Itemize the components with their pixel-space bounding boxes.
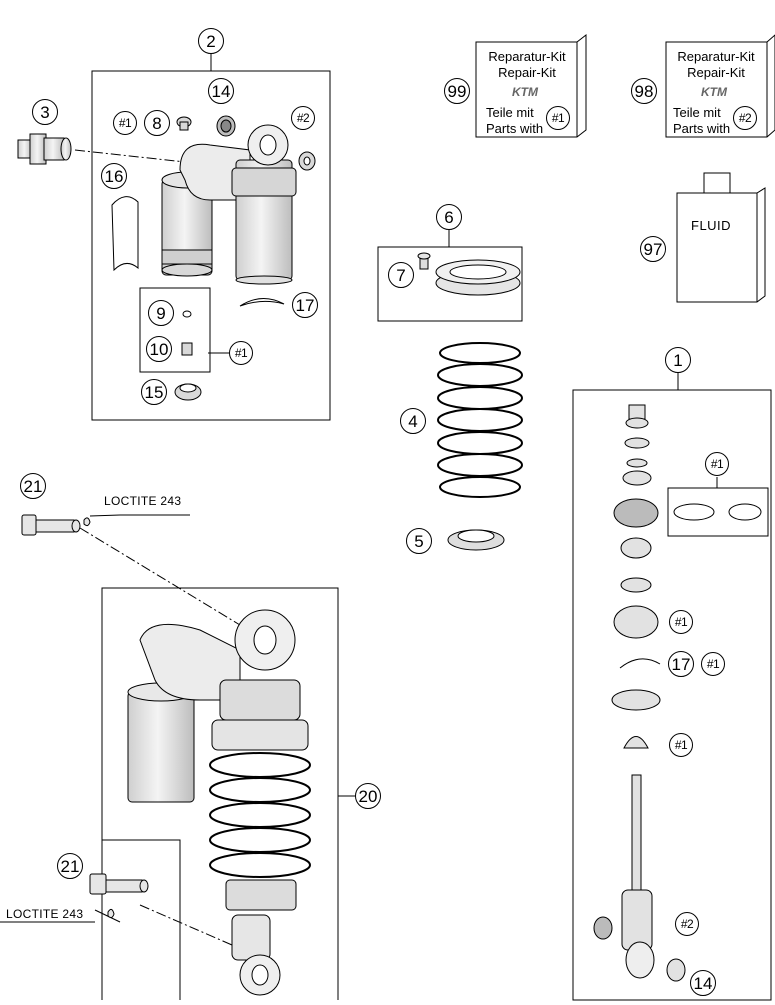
- callout-99: 99: [444, 78, 470, 104]
- callout-20: 20: [355, 783, 381, 809]
- kit98-line3: Teile mit: [673, 105, 721, 120]
- part-adjuster-valve: [17, 133, 72, 165]
- part-shock-unit: [161, 124, 297, 285]
- ref-1-b: #1: [229, 341, 253, 365]
- callout-8: 8: [144, 110, 170, 136]
- part-heat-shield: [111, 196, 139, 272]
- ref-2-c: #2: [733, 106, 757, 130]
- callout-21-top: 21: [20, 473, 46, 499]
- part-damper-stack: [593, 404, 686, 982]
- ref-2-a: #2: [291, 106, 315, 130]
- callout-4: 4: [400, 408, 426, 434]
- callout-2: 2: [198, 28, 224, 54]
- callout-1: 1: [665, 347, 691, 373]
- loctite-note-bottom: LOCTITE 243: [6, 907, 84, 921]
- kit98-logo: KTM: [701, 85, 727, 99]
- frame-complete-shock: [101, 587, 339, 1000]
- kit99-line4: Parts with: [486, 121, 544, 136]
- callout-14-bottom: 14: [690, 970, 716, 996]
- kit99-line1: Reparatur-Kit: [488, 49, 566, 64]
- callout-17-bottom: 17: [668, 651, 694, 677]
- part-small-bits: [174, 115, 316, 401]
- ref-1-e: #1: [701, 652, 725, 676]
- frame-ring-pair: [667, 487, 769, 537]
- kit98-line1: Reparatur-Kit: [677, 49, 755, 64]
- ref-1-g: #1: [546, 106, 570, 130]
- ref-1-c: #1: [705, 452, 729, 476]
- frame-damper: [572, 389, 772, 1001]
- callout-7: 7: [388, 262, 414, 288]
- callout-98: 98: [631, 78, 657, 104]
- part-bolt-top: [21, 514, 91, 536]
- callout-15: 15: [141, 379, 167, 405]
- fluid-label: FLUID: [691, 218, 732, 233]
- frame-adjuster: [377, 246, 523, 322]
- ref-1-f: #1: [669, 733, 693, 757]
- ref-1-a: #1: [113, 111, 137, 135]
- callout-10: 10: [146, 336, 172, 362]
- kit99-line3: Teile mit: [486, 105, 534, 120]
- kit99-line2: Repair-Kit: [498, 65, 556, 80]
- callout-14-top: 14: [208, 78, 234, 104]
- callout-5: 5: [406, 528, 432, 554]
- callout-9: 9: [148, 300, 174, 326]
- callout-17-top: 17: [292, 292, 318, 318]
- ref-1-d: #1: [669, 610, 693, 634]
- part-complete-shock: [127, 609, 311, 996]
- part-spring: [437, 342, 523, 498]
- part-spring-retainer: [447, 529, 505, 551]
- callout-6: 6: [436, 204, 462, 230]
- callout-21-bottom: 21: [57, 853, 83, 879]
- callout-16: 16: [101, 163, 127, 189]
- part-snap-ring-2: [619, 658, 661, 669]
- kit98-line2: Repair-Kit: [687, 65, 745, 80]
- part-bolt-bottom: [89, 873, 149, 919]
- part-snap-ring: [239, 298, 285, 307]
- part-adjuster-nut: [417, 252, 521, 296]
- kit98-line4: Parts with: [673, 121, 731, 136]
- part-ring-pair: [673, 503, 762, 521]
- callout-3: 3: [32, 99, 58, 125]
- frame-small-parts: [139, 287, 211, 373]
- ref-2-b: #2: [675, 912, 699, 936]
- callout-97: 97: [640, 236, 666, 262]
- loctite-note-top: LOCTITE 243: [104, 494, 182, 508]
- kit99-logo: KTM: [512, 85, 538, 99]
